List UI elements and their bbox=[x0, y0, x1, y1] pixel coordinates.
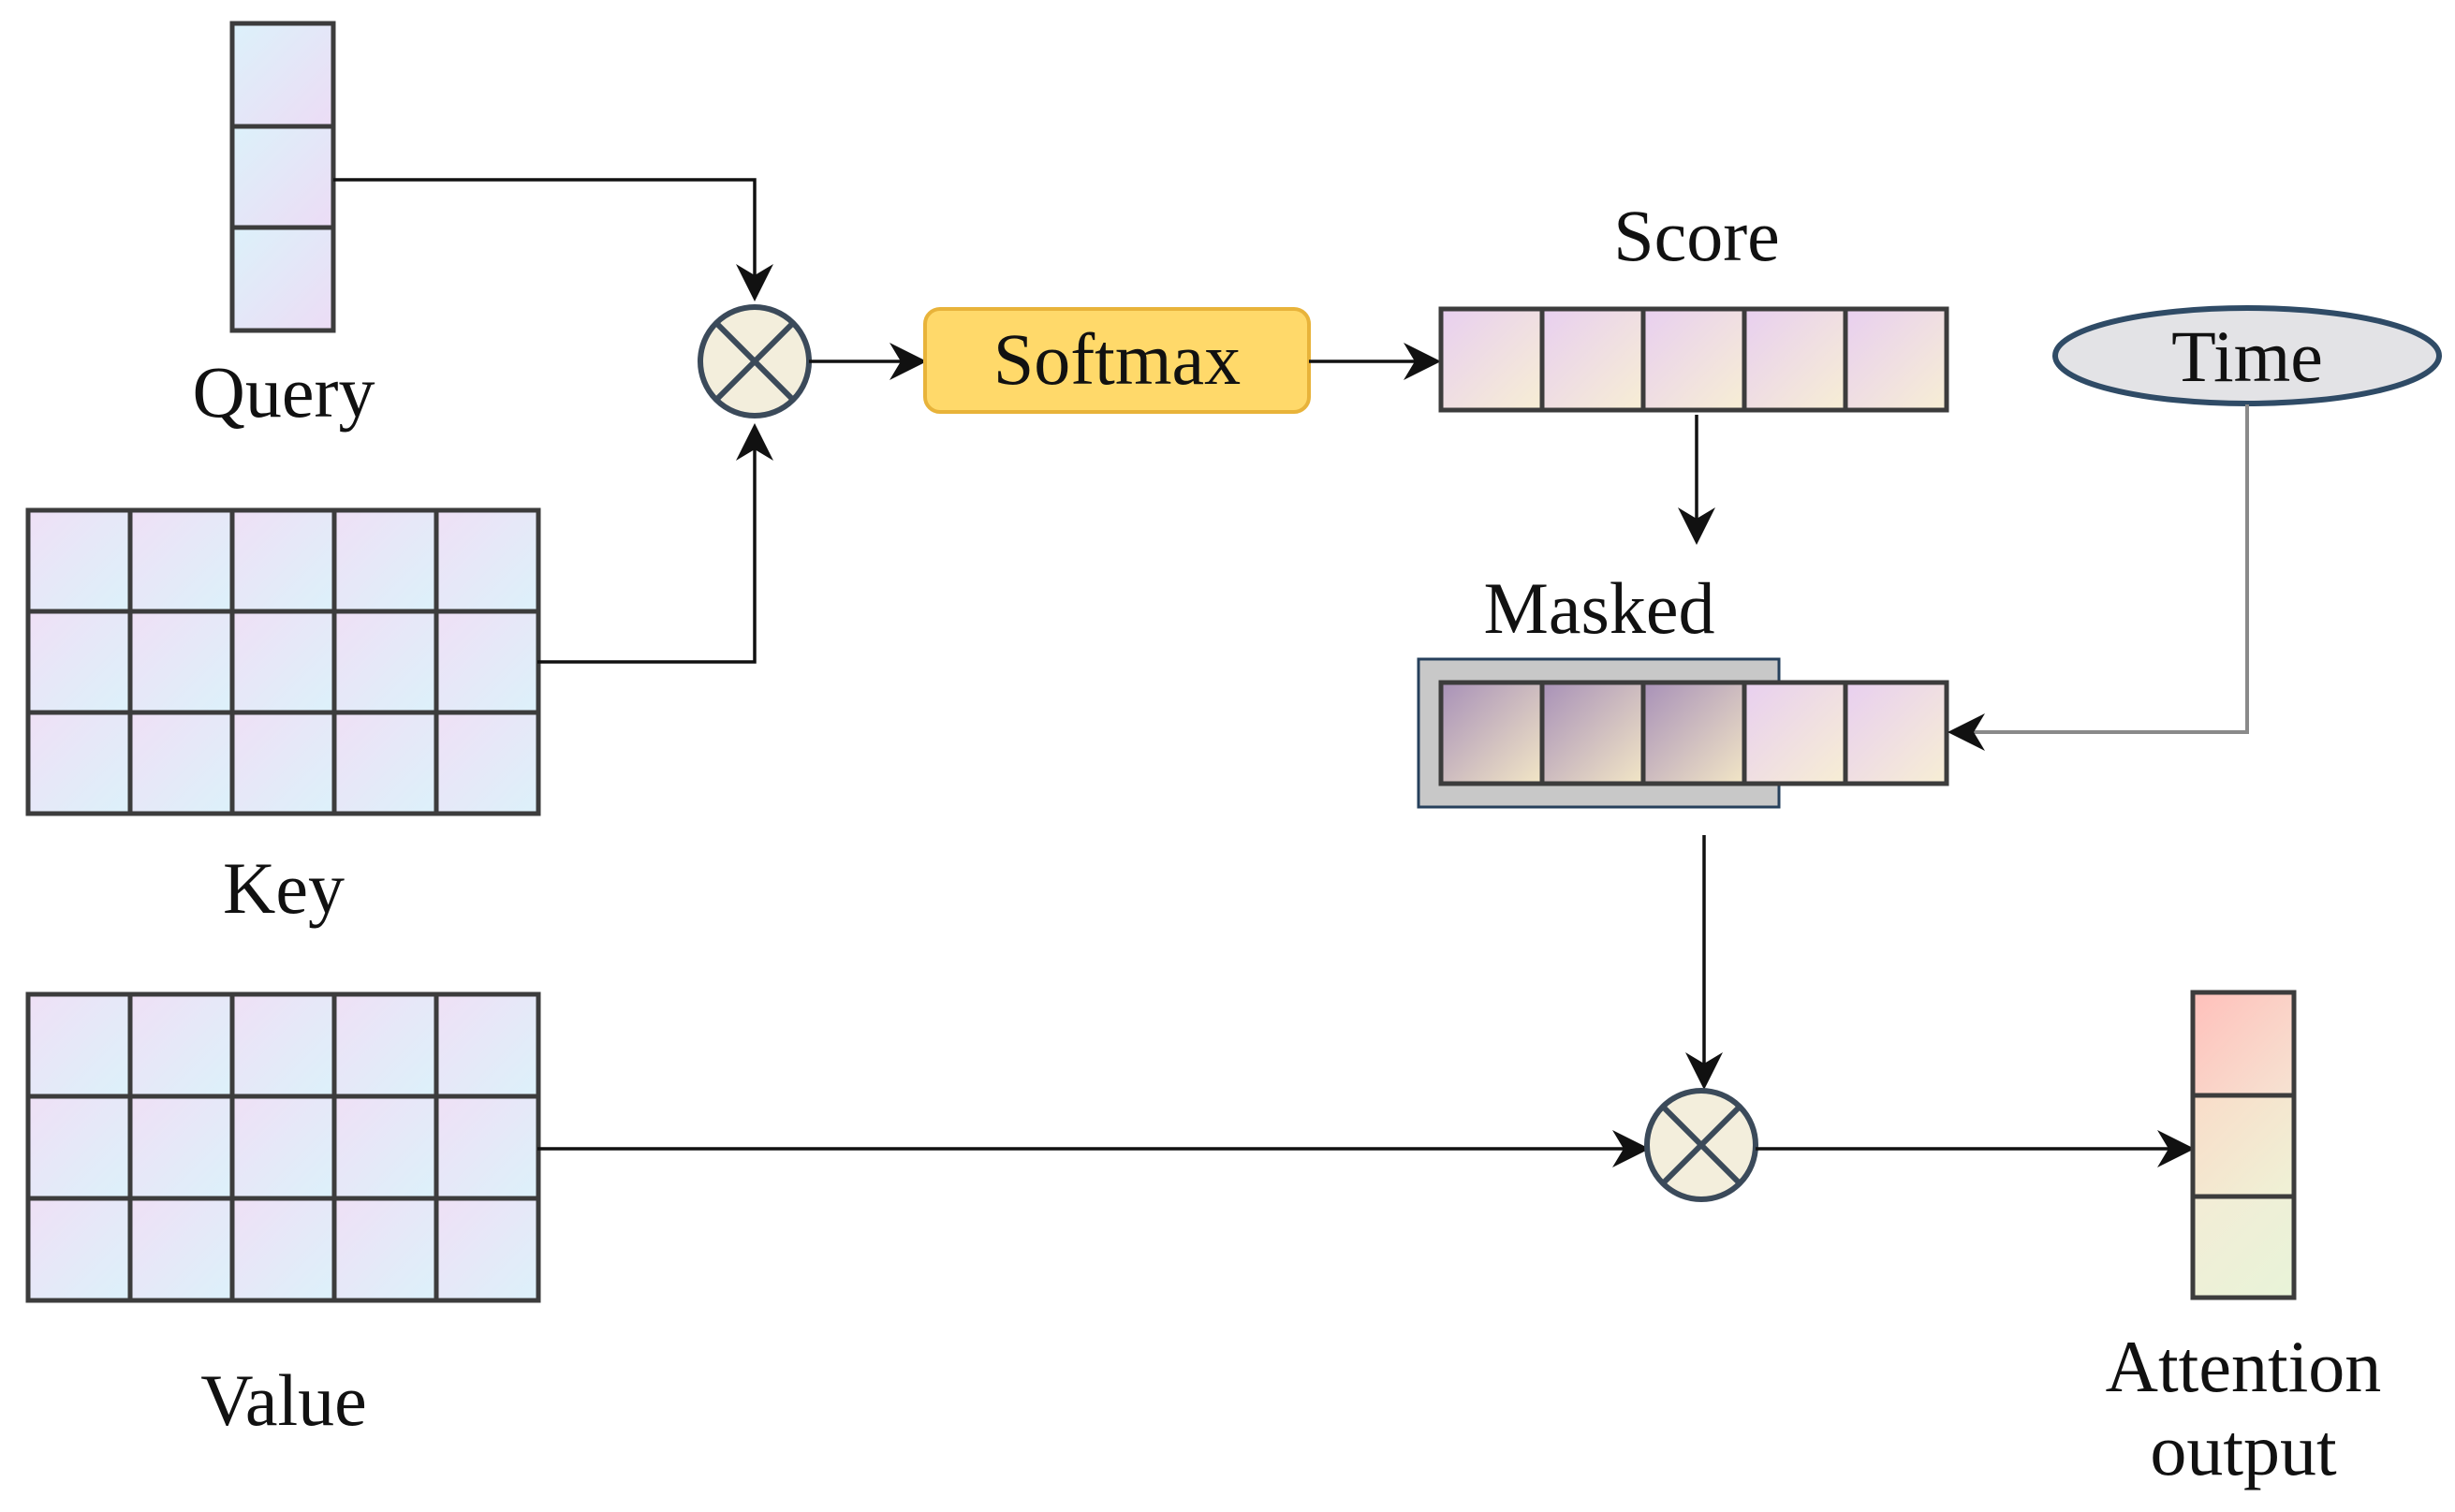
key-cell bbox=[229, 507, 337, 614]
circled-times-icon bbox=[698, 304, 812, 418]
key-label: Key bbox=[223, 847, 345, 929]
key-to-multiply-arrow bbox=[537, 423, 773, 664]
query-label: Query bbox=[193, 351, 375, 433]
value-cell bbox=[229, 1094, 337, 1201]
masked-label: Masked bbox=[1484, 567, 1715, 649]
softmax-label: Softmax bbox=[993, 318, 1241, 400]
value-cell bbox=[434, 1094, 541, 1201]
score-vector bbox=[1438, 306, 1949, 413]
value-cell bbox=[229, 1196, 337, 1303]
key-cell bbox=[229, 609, 337, 715]
key-cell bbox=[434, 507, 541, 614]
score-label: Score bbox=[1613, 195, 1780, 276]
attention-output-label-line1: Attention bbox=[2106, 1326, 2382, 1407]
key-matrix bbox=[25, 507, 541, 816]
value-cell bbox=[229, 991, 337, 1099]
value-cell bbox=[25, 1196, 133, 1303]
key-cell bbox=[331, 609, 439, 715]
masked-cell bbox=[1742, 680, 1848, 786]
key-cell bbox=[127, 710, 235, 816]
key-cell bbox=[434, 710, 541, 816]
value-cell bbox=[25, 1094, 133, 1201]
masked-cell bbox=[1843, 680, 1949, 786]
value-cell bbox=[331, 991, 439, 1099]
value-cell bbox=[434, 1196, 541, 1303]
attention-output-vector bbox=[2190, 990, 2297, 1300]
key-cell bbox=[127, 507, 235, 614]
masked-cell bbox=[1438, 680, 1545, 786]
query-to-multiply-arrow bbox=[333, 178, 773, 301]
score-cell bbox=[1438, 306, 1545, 413]
score-cell bbox=[1539, 306, 1646, 413]
softmax-box: Softmax bbox=[923, 307, 1311, 414]
key-cell bbox=[25, 710, 133, 816]
key-cell bbox=[127, 609, 235, 715]
time-to-masked-arrow bbox=[1948, 404, 2249, 751]
value-matrix bbox=[25, 991, 541, 1303]
query-vector bbox=[229, 21, 336, 333]
key-cell bbox=[434, 609, 541, 715]
key-cell bbox=[229, 710, 337, 816]
value-cell bbox=[127, 1094, 235, 1201]
attention-output-label-line2: output bbox=[2150, 1409, 2337, 1490]
score-cell bbox=[1742, 306, 1848, 413]
masked-cell bbox=[1640, 680, 1747, 786]
value-cell bbox=[25, 991, 133, 1099]
value-cell bbox=[127, 1196, 235, 1303]
value-cell bbox=[434, 991, 541, 1099]
value-cell bbox=[331, 1094, 439, 1201]
value-cell bbox=[331, 1196, 439, 1303]
key-cell bbox=[331, 710, 439, 816]
value-cell bbox=[127, 991, 235, 1099]
score-cell bbox=[1843, 306, 1949, 413]
key-cell bbox=[331, 507, 439, 614]
masked-cell bbox=[1539, 680, 1646, 786]
key-cell bbox=[25, 609, 133, 715]
time-node: Time bbox=[2052, 305, 2442, 406]
time-label: Time bbox=[2171, 316, 2323, 397]
circled-times-icon bbox=[1644, 1088, 1758, 1202]
key-cell bbox=[25, 507, 133, 614]
masked-vector bbox=[1438, 680, 1949, 786]
score-cell bbox=[1640, 306, 1747, 413]
value-label: Value bbox=[200, 1359, 367, 1441]
